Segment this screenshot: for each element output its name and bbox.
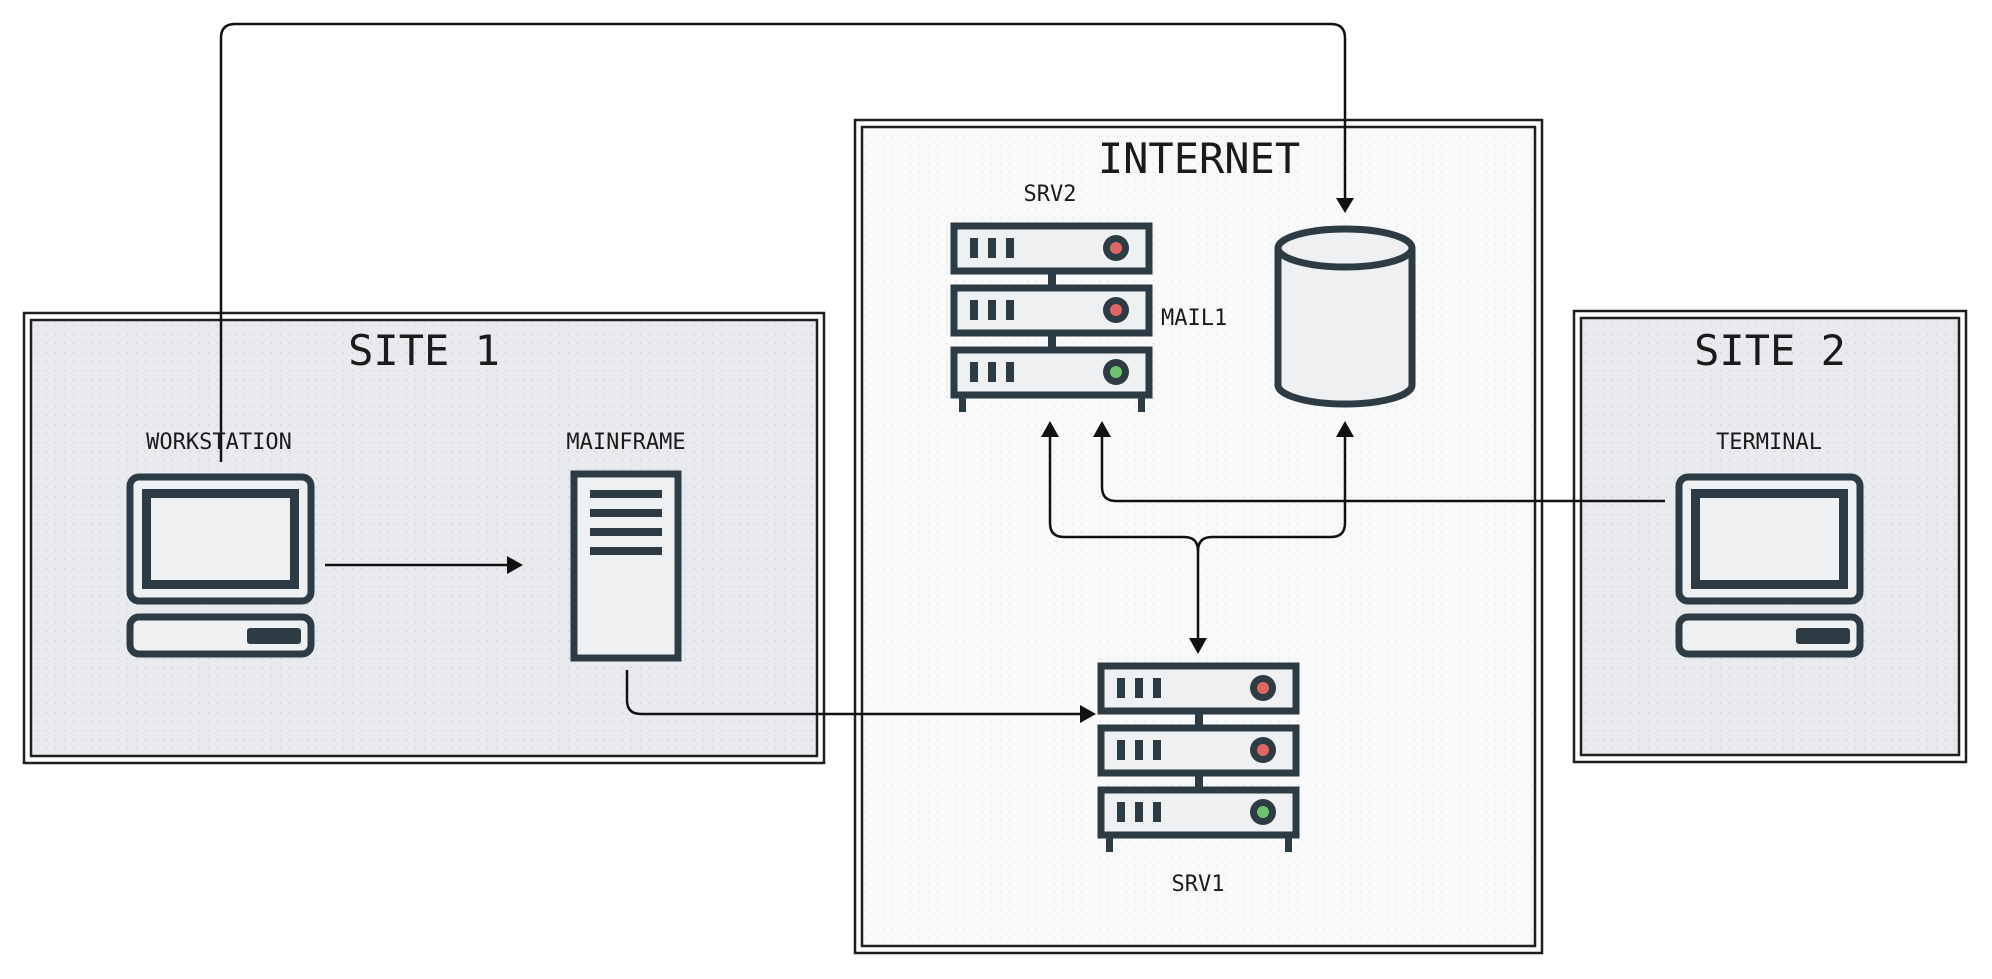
node-srv1[interactable]: SRV1 <box>1097 662 1300 897</box>
arrowhead-mainframe <box>507 556 523 574</box>
label-srv2: SRV2 <box>1024 182 1077 207</box>
edge-mainframe-srv1 <box>625 670 1081 716</box>
mainframe-tower-icon <box>570 470 682 662</box>
drive-bays <box>970 238 1014 382</box>
edge-workstation-database <box>219 22 1347 462</box>
label-srv1: SRV1 <box>1172 872 1225 897</box>
database-cylinder-icon <box>1274 225 1416 408</box>
arrowhead-database-bottom <box>1336 421 1354 437</box>
node-mainframe[interactable]: MAINFRAME <box>566 430 686 662</box>
edge-fork-database <box>1196 435 1347 552</box>
arrowhead-srv2 <box>1041 421 1059 437</box>
arrowhead-database-top <box>1336 198 1354 213</box>
node-terminal[interactable]: TERMINAL <box>1675 430 1864 658</box>
zone-title-internet: INTERNET <box>1098 134 1300 183</box>
label-terminal: TERMINAL <box>1716 430 1822 455</box>
arrowhead-srv1-top <box>1189 638 1207 654</box>
desktop-computer-icon <box>126 473 315 658</box>
arrowhead-mail1 <box>1093 421 1111 437</box>
label-mainframe: MAINFRAME <box>566 430 685 455</box>
node-database[interactable] <box>1274 225 1416 408</box>
server-rack-icon <box>1097 662 1300 852</box>
label-workstation: WORKSTATION <box>146 430 292 455</box>
edge-terminal-mail1 <box>1100 435 1665 503</box>
connections <box>219 22 1665 723</box>
server-rack-icon <box>950 222 1153 412</box>
status-led-icons <box>1250 675 1276 825</box>
zone-title-site2: SITE 2 <box>1694 326 1846 375</box>
status-led-icons <box>1103 235 1129 385</box>
node-workstation[interactable]: WORKSTATION <box>126 430 315 658</box>
drive-bays <box>1117 678 1161 822</box>
node-srv2[interactable]: SRV2 <box>950 182 1227 412</box>
edge-srv1-fork <box>1048 435 1200 640</box>
arrowhead-srv1-left <box>1080 705 1096 723</box>
desktop-computer-icon <box>1675 473 1864 658</box>
zone-title-site1: SITE 1 <box>348 326 500 375</box>
label-mail1: MAIL1 <box>1161 306 1227 331</box>
